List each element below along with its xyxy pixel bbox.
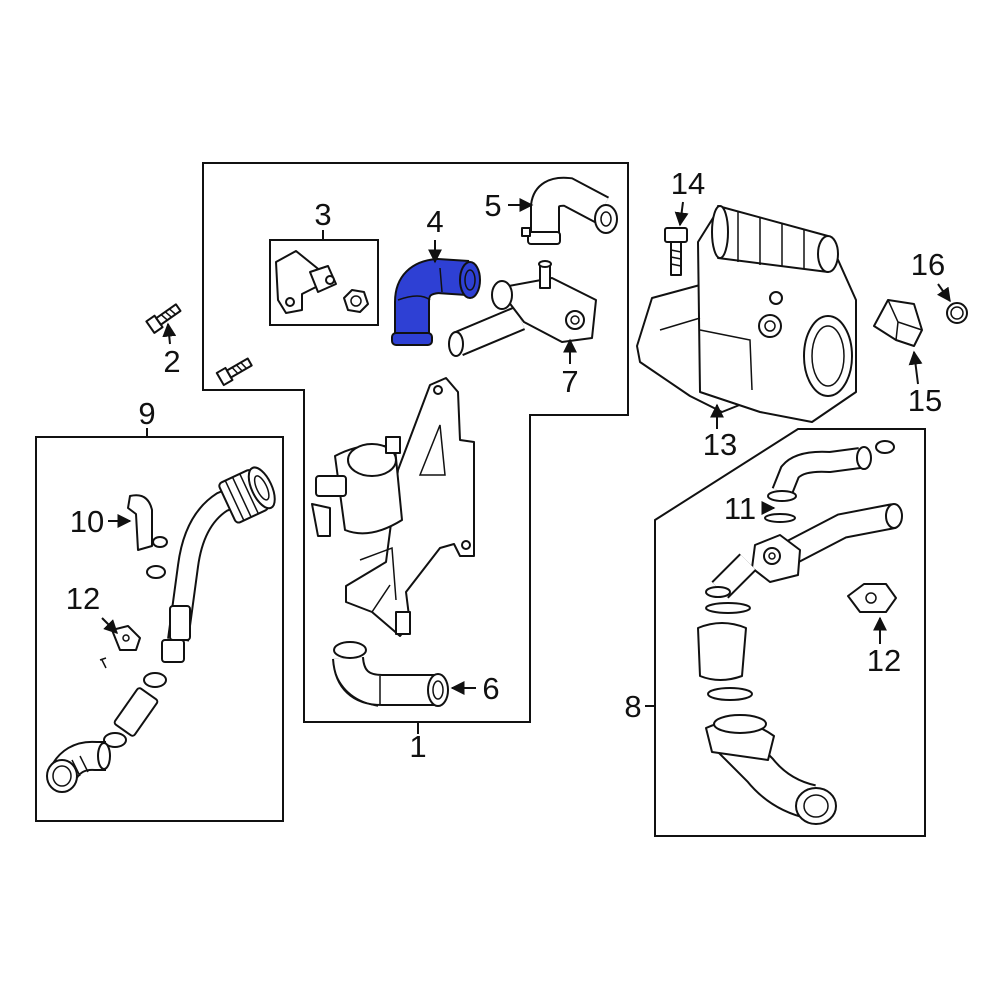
throttle-bore-front bbox=[817, 235, 839, 273]
leader-12-left bbox=[101, 617, 118, 634]
ring-seal bbox=[705, 602, 751, 614]
part-10-hose bbox=[127, 494, 153, 551]
callout-5: 5 bbox=[484, 188, 501, 223]
clip-upper bbox=[152, 536, 168, 548]
housing-port bbox=[565, 310, 585, 330]
coupling-hose bbox=[113, 687, 159, 737]
callout-4: 4 bbox=[426, 204, 443, 239]
callout-13: 13 bbox=[703, 427, 737, 462]
callout-10: 10 bbox=[70, 504, 104, 539]
group-8-parts bbox=[697, 440, 903, 825]
elbow-6-top bbox=[333, 641, 367, 659]
hose-clamp bbox=[707, 687, 753, 701]
hose-clip-top bbox=[875, 440, 895, 454]
part-15-sensor bbox=[873, 299, 923, 347]
part-6-elbow-pipe bbox=[332, 641, 449, 707]
callout-6: 6 bbox=[482, 671, 499, 706]
sensor-mount-hole bbox=[285, 297, 295, 307]
elbow-6-end bbox=[427, 673, 449, 707]
bolt-upper-left bbox=[215, 357, 253, 387]
part-1-pump-assembly bbox=[311, 377, 475, 637]
leader-2 bbox=[162, 322, 177, 345]
hose-4-body bbox=[396, 259, 470, 336]
hose-5-clamp bbox=[527, 231, 561, 245]
part-9-filter-canister bbox=[218, 466, 276, 524]
sensor-nut bbox=[343, 289, 369, 313]
part-12-bracket-right bbox=[847, 583, 897, 613]
clip-lower bbox=[146, 565, 166, 579]
part-3-sensor bbox=[275, 250, 369, 314]
housing-inlet bbox=[491, 280, 513, 310]
sensor-connector bbox=[309, 265, 337, 293]
clamp-upper bbox=[143, 672, 167, 688]
hose-4-end-cap bbox=[459, 261, 481, 299]
callout-1: 1 bbox=[409, 729, 426, 764]
throttle-outlet-flange bbox=[803, 315, 853, 397]
callout-11: 11 bbox=[724, 491, 756, 526]
part-14-bolt bbox=[664, 227, 688, 276]
housing-tube-end bbox=[448, 331, 464, 357]
bracket-hole bbox=[433, 385, 443, 395]
callout-12-right: 12 bbox=[867, 643, 901, 678]
part-16-seal-ring bbox=[946, 302, 968, 324]
bracket-cutout bbox=[418, 424, 446, 476]
callout-16: 16 bbox=[911, 247, 945, 282]
bolt-14-head bbox=[664, 227, 688, 243]
part-2-bolt bbox=[145, 303, 182, 334]
part-11-seal bbox=[764, 513, 796, 523]
leader-14 bbox=[674, 201, 689, 227]
pump-inlet bbox=[315, 475, 347, 497]
clamp-lower bbox=[103, 732, 127, 748]
part-7-outlet-housing bbox=[448, 260, 597, 357]
group-1-box bbox=[202, 162, 629, 723]
pump-motor-cap bbox=[347, 443, 397, 477]
leader-16 bbox=[937, 283, 951, 303]
coupling-sleeve bbox=[697, 622, 747, 681]
callout-15: 15 bbox=[908, 383, 942, 418]
group-9-parts bbox=[46, 466, 276, 793]
small-screw bbox=[99, 657, 107, 669]
pump-connector bbox=[385, 436, 401, 454]
callout-7: 7 bbox=[561, 364, 578, 399]
group-9-box bbox=[35, 436, 284, 822]
callout-12-left: 12 bbox=[66, 581, 100, 616]
leader-15 bbox=[908, 350, 923, 385]
callout-3: 3 bbox=[314, 197, 331, 232]
part-12-bracket-left bbox=[111, 625, 141, 651]
hose-5-end bbox=[594, 204, 618, 234]
part-5-hose bbox=[521, 176, 618, 245]
callout-9: 9 bbox=[138, 396, 155, 431]
callout-8: 8 bbox=[624, 689, 641, 724]
hose-4-clamp bbox=[391, 332, 433, 346]
group-8-box bbox=[654, 428, 926, 837]
callout-14: 14 bbox=[671, 166, 705, 201]
part-13-throttle-body bbox=[636, 205, 857, 423]
throttle-sensor-port bbox=[758, 314, 782, 338]
part-4-hose bbox=[391, 257, 481, 346]
callout-2: 2 bbox=[163, 344, 180, 379]
part-9-fitting bbox=[169, 605, 191, 641]
sensor-body bbox=[275, 250, 323, 314]
